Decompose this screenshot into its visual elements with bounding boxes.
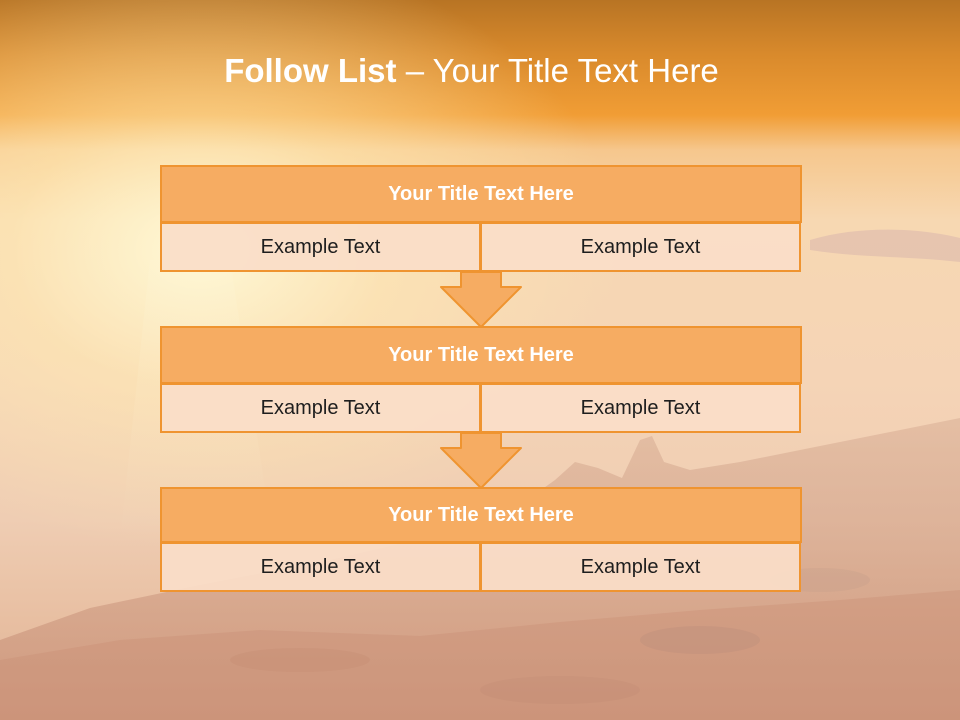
- block-1-left-cell: Example Text: [160, 222, 481, 272]
- block-1-right-cell: Example Text: [480, 222, 801, 272]
- block-1-row: Example Text Example Text: [160, 222, 802, 272]
- title-bold-part: Follow List: [224, 52, 397, 89]
- slide-title: Follow List – Your Title Text Here: [0, 52, 943, 90]
- block-2-left-cell: Example Text: [160, 383, 481, 433]
- block-3-right-cell: Example Text: [480, 542, 801, 592]
- block-3-title: Your Title Text Here: [160, 487, 802, 543]
- block-2-row: Example Text Example Text: [160, 383, 802, 433]
- block-1-title: Your Title Text Here: [160, 165, 802, 223]
- block-3-left-cell: Example Text: [160, 542, 481, 592]
- block-2-title: Your Title Text Here: [160, 326, 802, 384]
- block-2-right-cell: Example Text: [480, 383, 801, 433]
- down-arrow-icon: [440, 432, 522, 489]
- down-arrow-icon: [440, 271, 522, 328]
- block-3-row: Example Text Example Text: [160, 542, 802, 592]
- title-rest-part: – Your Title Text Here: [396, 52, 719, 89]
